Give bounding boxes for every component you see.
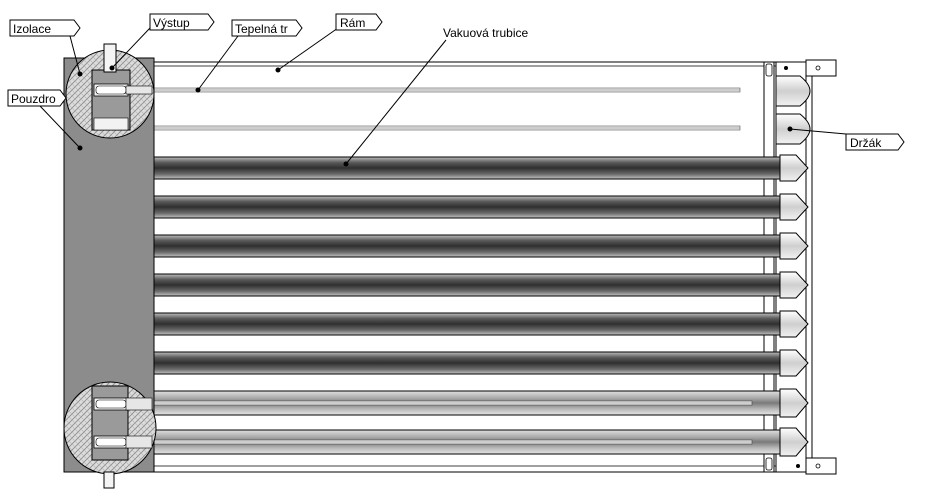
svg-text:Vakuová trubice: Vakuová trubice: [443, 26, 528, 40]
label-drzak: Držák: [845, 133, 905, 151]
vacuum-tube-dark-5: [151, 310, 809, 338]
label-izolace: Izolace: [9, 19, 81, 37]
label-vakuova-trubice: Vakuová trubice: [443, 26, 528, 40]
vacuum-tube-transparent-1: [151, 388, 809, 418]
bottom-cutaway: [63, 381, 157, 489]
heat-pipe-top-1: [129, 87, 741, 93]
svg-text:Izolace: Izolace: [13, 22, 51, 36]
svg-text:Pouzdro: Pouzdro: [11, 92, 56, 106]
vacuum-tube-dark-6: [151, 349, 809, 377]
svg-text:Rám: Rám: [340, 16, 365, 30]
svg-text:Výstup: Výstup: [153, 16, 190, 30]
label-vystup: Výstup: [149, 13, 215, 31]
heat-pipe-top-2: [151, 125, 741, 131]
label-pouzdro: Pouzdro: [7, 89, 67, 107]
svg-text:Tepelná tr: Tepelná tr: [235, 22, 288, 36]
vacuum-tube-transparent-2: [151, 427, 809, 457]
top-cutaway: [65, 43, 155, 139]
holder-empty-1: [775, 75, 811, 107]
leader-lines: [39, 27, 847, 167]
vacuum-tube-dark-3: [151, 232, 809, 260]
vacuum-tube-dark-4: [151, 271, 809, 299]
svg-text:Držák: Držák: [850, 136, 882, 150]
label-tepelna-trubice: Tepelná tr: [231, 19, 303, 37]
vacuum-tube-dark-2: [151, 193, 809, 221]
label-ram: Rám: [335, 13, 383, 31]
vacuum-tube-dark-1: [151, 154, 809, 182]
